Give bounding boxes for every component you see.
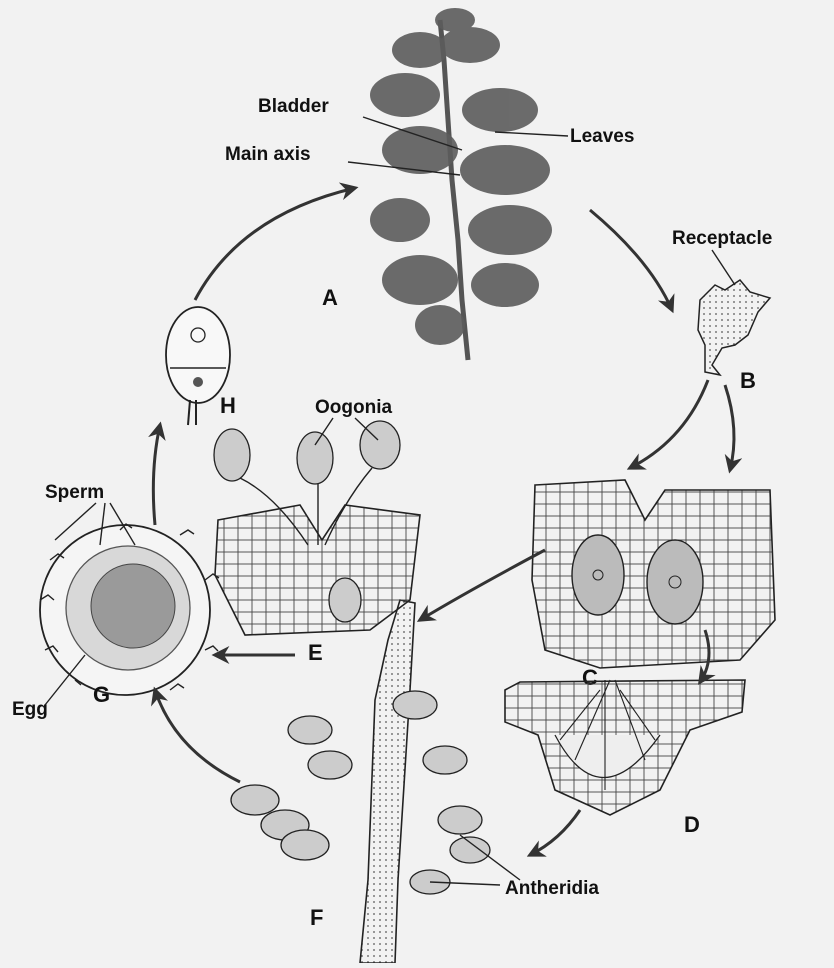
egg-with-sperm xyxy=(40,503,219,695)
arrow-h-to-a xyxy=(195,188,355,300)
arrow-b-to-c-right xyxy=(725,385,734,470)
stage-g-label: G xyxy=(93,682,110,707)
main-axis-label: Main axis xyxy=(225,144,311,165)
leaves-label: Leaves xyxy=(570,126,634,147)
stage-d-label: D xyxy=(684,812,700,837)
receptacle-label: Receptacle xyxy=(672,228,772,249)
arrow-f-to-g xyxy=(155,690,240,782)
leaves-pointer xyxy=(495,132,568,136)
arrow-g-to-h xyxy=(153,425,160,525)
arrow-a-to-b xyxy=(590,210,672,310)
arrow-b-to-c-left xyxy=(630,380,708,468)
stage-a-label: A xyxy=(322,285,338,310)
antheridial-conceptacle xyxy=(505,680,745,815)
stage-f-label: F xyxy=(310,905,323,930)
egg-label: Egg xyxy=(12,699,48,720)
arrow-d-to-f xyxy=(530,810,580,855)
receptacle-drawing xyxy=(698,250,770,375)
oogonia-conceptacle xyxy=(214,418,420,635)
stage-e-label: E xyxy=(308,640,323,665)
antheridia-label: Antheridia xyxy=(505,878,599,899)
stage-h-label: H xyxy=(220,393,236,418)
seaweed-plant xyxy=(370,8,552,360)
sperm-label: Sperm xyxy=(45,482,104,503)
oogonia-label: Oogonia xyxy=(315,397,392,418)
arrow-c-to-e xyxy=(420,550,545,620)
conceptacle-section xyxy=(532,480,775,668)
bladder-label: Bladder xyxy=(258,96,329,117)
stage-b-label: B xyxy=(740,368,756,393)
